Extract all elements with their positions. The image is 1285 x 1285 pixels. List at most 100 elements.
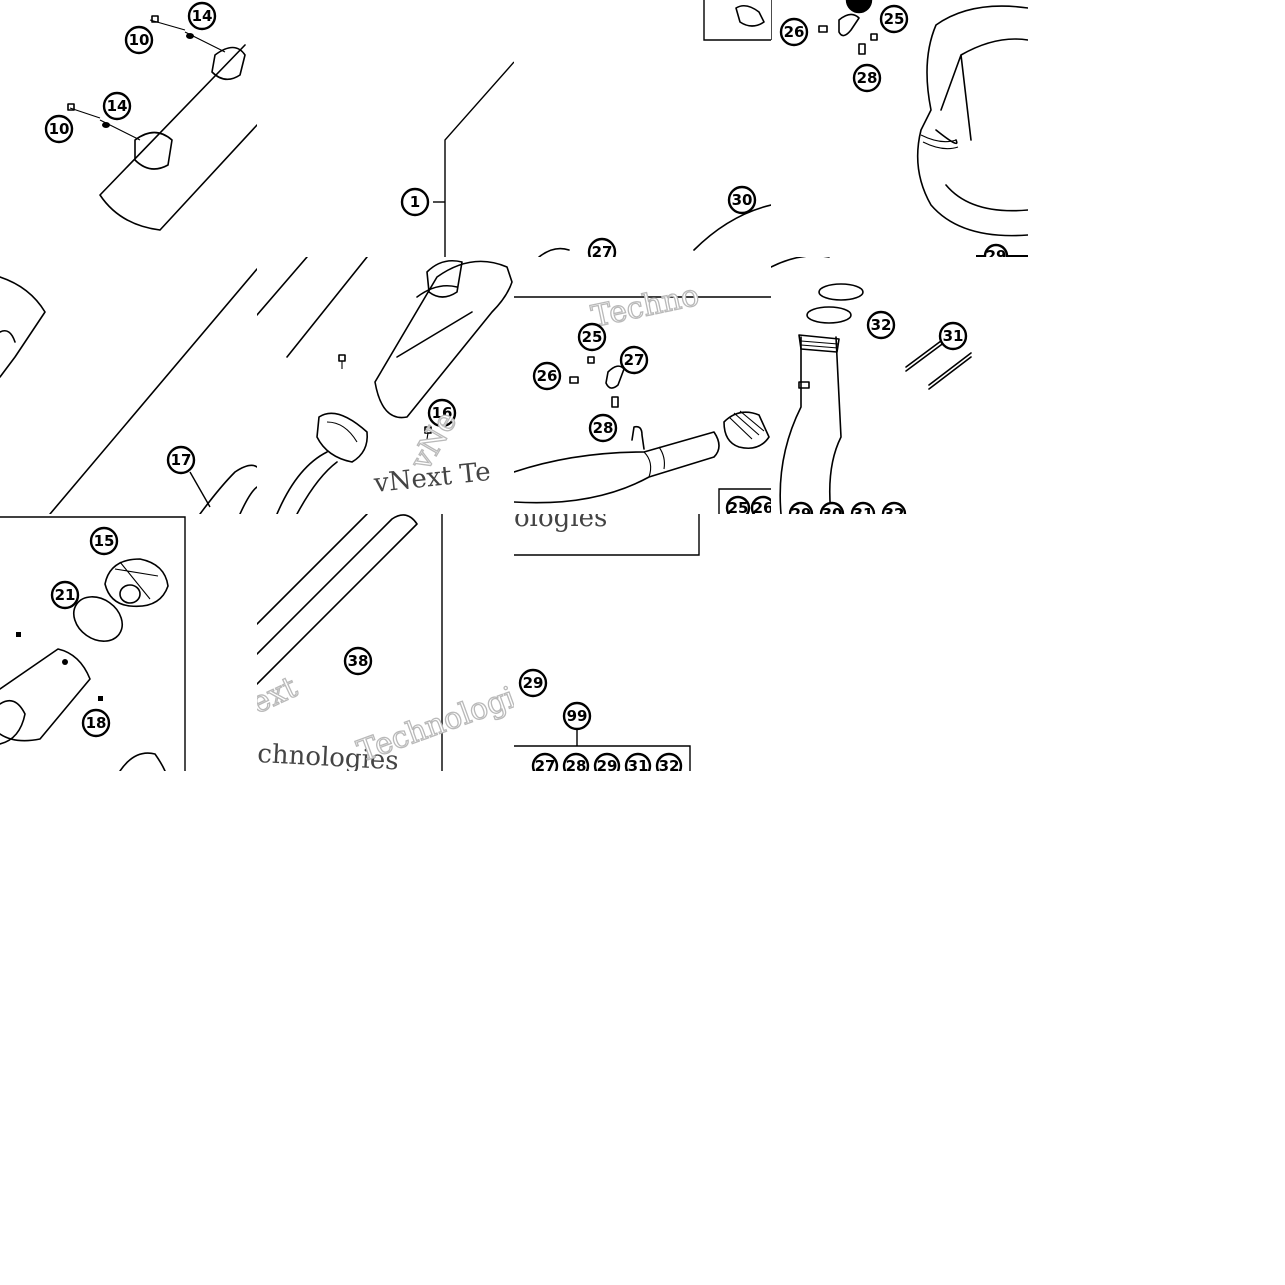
kit-row-fragment: 29 (983, 243, 1009, 257)
callout-17: 17 (166, 445, 196, 475)
svg-text:31: 31 (628, 757, 649, 771)
svg-text:99: 99 (567, 707, 588, 725)
end-cap-ring (316, 412, 369, 463)
bolt-head (151, 15, 159, 23)
clip-plate (838, 13, 860, 37)
tile-header-top: 30 27 (514, 0, 771, 257)
screw (569, 376, 579, 384)
silencer-can (374, 260, 513, 419)
callout-25: 25 (879, 4, 909, 34)
header-flange-drawing: 32 31 29 30 31 32 (771, 257, 972, 514)
spring-clip (611, 396, 619, 408)
svg-text:26: 26 (753, 499, 771, 514)
watermark-fragment: ologies (514, 514, 607, 533)
link-pipe-left (0, 276, 46, 378)
svg-text:29: 29 (986, 247, 1007, 257)
expansion-chamber (916, 5, 1028, 237)
svg-text:29: 29 (523, 674, 544, 692)
rubber-sleeve (723, 411, 770, 450)
header-clips-drawing: 26 25 28 29 (771, 0, 1028, 257)
svg-text:25: 25 (884, 10, 905, 28)
callout-14: 14 (102, 91, 132, 121)
washer (102, 122, 110, 128)
callout-18: 18 (81, 708, 111, 738)
svg-text:27: 27 (535, 757, 556, 771)
slot (798, 381, 810, 389)
tile-assembly-leader: 1 (257, 0, 514, 257)
svg-text:31: 31 (943, 327, 964, 345)
clip-plate (605, 365, 625, 389)
svg-text:25: 25 (728, 499, 749, 514)
silencer-clamp (426, 259, 463, 298)
svg-text:29: 29 (791, 505, 812, 514)
washer (186, 33, 194, 39)
o-ring (818, 283, 864, 301)
o-ring (73, 596, 123, 642)
header-pipe-outline (693, 204, 771, 251)
callout-29: 29 (518, 668, 548, 698)
svg-text:25: 25 (582, 328, 603, 346)
callout-38: 38 (343, 646, 373, 676)
kit-99-drawing: ologies 29 99 27 28 29 31 32 (514, 514, 700, 771)
svg-text:32: 32 (871, 316, 892, 334)
assembly-leader-drawing: 1 (400, 61, 514, 257)
callout-26: 26 (779, 17, 809, 47)
kit-row-a: 25 (725, 495, 751, 514)
svg-text:1: 1 (410, 193, 420, 211)
header-top-drawing: 30 27 (538, 0, 771, 257)
silencer-clamp-drawing: 14 10 14 10 (44, 1, 257, 231)
kit-frame-bottom (514, 514, 700, 556)
svg-text:26: 26 (537, 367, 558, 385)
svg-text:21: 21 (55, 586, 76, 604)
callout-10: 10 (124, 25, 154, 55)
kit-row-b: 32 (881, 501, 907, 514)
screw (338, 354, 346, 362)
callout-16: 16 (427, 398, 457, 428)
main-silencer-drawing: 16 vNext Te vNe (257, 257, 513, 514)
callout-10: 10 (44, 114, 74, 144)
watermark-fragment: Techno (588, 278, 702, 335)
mid-pipe (514, 431, 720, 504)
tile-header-clips: 26 25 28 29 (771, 0, 1028, 257)
spring (928, 352, 972, 390)
svg-text:14: 14 (192, 7, 213, 25)
kit-row-c: 31 (624, 752, 652, 771)
tile-heat-guard: 38 ext chnologies Technologies (257, 514, 514, 771)
heat-guard (257, 514, 418, 685)
callout-21: 21 (50, 580, 80, 610)
tile-end-cap: 15 21 18 (0, 514, 257, 771)
nut (870, 33, 878, 41)
long-pipe-line (49, 268, 257, 514)
tile-silencer-clamps: 14 10 14 10 (0, 0, 257, 257)
callout-30: 30 (727, 185, 757, 215)
svg-text:10: 10 (129, 31, 150, 49)
detail-frame (0, 516, 186, 771)
callout-27: 27 (619, 345, 649, 375)
mid-pipe-drawing: Techno 25 27 26 28 25 26 (514, 277, 771, 514)
svg-text:14: 14 (107, 97, 128, 115)
svg-text:30: 30 (822, 505, 843, 514)
tile-link-pipe: 17 (0, 257, 257, 514)
assembly-bracket-line (444, 61, 514, 257)
watermark-fragment: chnologies (257, 739, 399, 771)
kit-row-c: 27 (531, 752, 559, 771)
callout-31: 31 (938, 321, 968, 351)
callout-1: 1 (400, 187, 430, 217)
silencer-rear (0, 648, 91, 742)
svg-text:16: 16 (432, 404, 453, 422)
bolt-head (67, 103, 75, 111)
end-cap (104, 558, 169, 608)
callout-25: 25 (577, 322, 607, 352)
svg-text:29: 29 (597, 757, 618, 771)
screw (818, 25, 828, 33)
callout-14: 14 (187, 1, 217, 31)
kit-row-c: 29 (593, 752, 621, 771)
end-cap-drawing: 15 21 18 (0, 516, 186, 771)
svg-text:10: 10 (49, 120, 70, 138)
tile-header-flange: 32 31 29 30 31 32 (771, 257, 1028, 514)
svg-text:31: 31 (853, 505, 874, 514)
svg-text:27: 27 (592, 243, 613, 257)
svg-text:27: 27 (624, 351, 645, 369)
svg-text:28: 28 (857, 69, 878, 87)
